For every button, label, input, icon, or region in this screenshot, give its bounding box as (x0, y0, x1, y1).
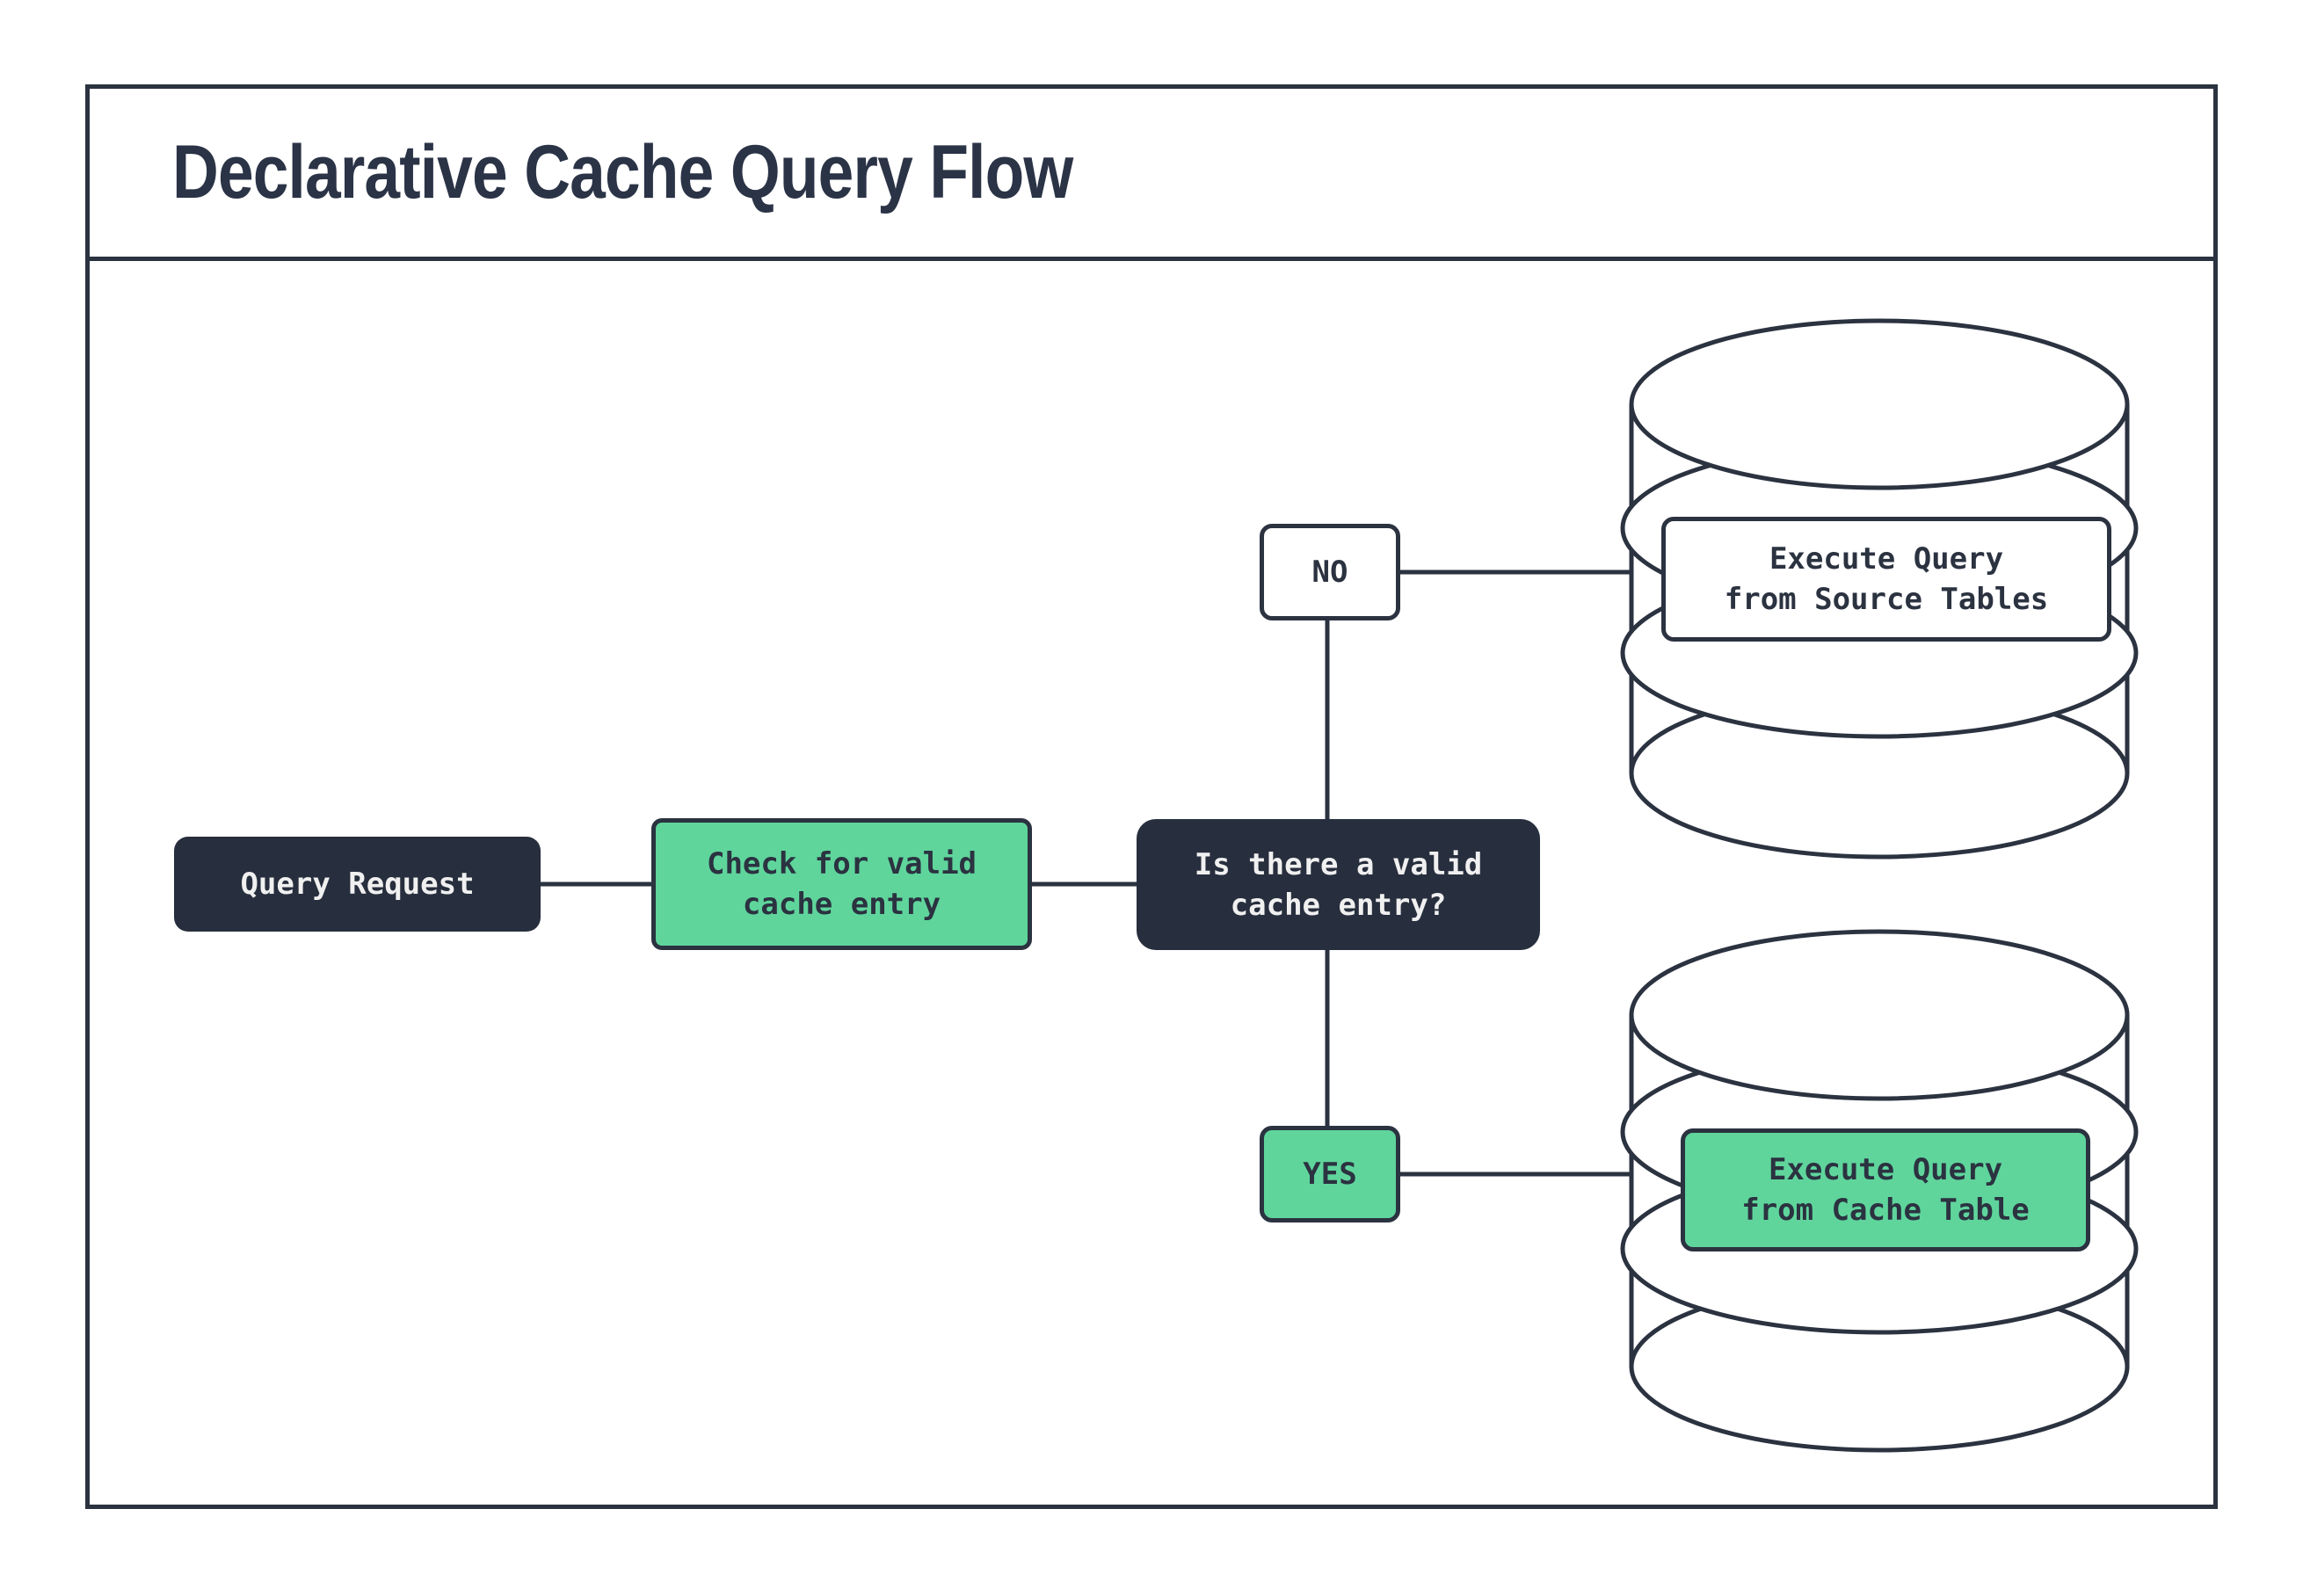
node-execute-source-line2: from Source Tables (1724, 582, 2049, 617)
node-check-cache: Check for valid cache entry (651, 818, 1032, 950)
cylinder-top (1629, 318, 2130, 490)
node-execute-source-line1: Execute Query (1769, 541, 2004, 577)
page-title: Declarative Cache Query Flow (172, 130, 1073, 214)
node-execute-cache-table: Execute Query from Cache Table (1681, 1128, 2090, 1251)
node-decision-valid-entry: Is there a valid cache entry? (1137, 819, 1540, 950)
node-execute-cache-line1: Execute Query (1768, 1152, 2003, 1187)
node-check-cache-line2: cache entry (742, 887, 941, 922)
node-yes-label: YES (1303, 1157, 1357, 1192)
node-decision-line2: cache entry? (1230, 887, 1447, 923)
cylinder-top (1629, 929, 2130, 1101)
node-yes-branch: YES (1260, 1126, 1400, 1222)
node-no-label: NO (1311, 555, 1348, 590)
diagram-header: Declarative Cache Query Flow (90, 89, 2213, 261)
node-query-request-label: Query Request (240, 867, 475, 902)
node-execute-source-tables: Execute Query from Source Tables (1661, 517, 2111, 642)
node-no-branch: NO (1260, 524, 1400, 620)
node-execute-cache-line2: from Cache Table (1741, 1193, 2030, 1228)
node-check-cache-line1: Check for valid (706, 846, 977, 881)
node-decision-line1: Is there a valid (1194, 846, 1483, 882)
node-query-request: Query Request (174, 837, 541, 932)
